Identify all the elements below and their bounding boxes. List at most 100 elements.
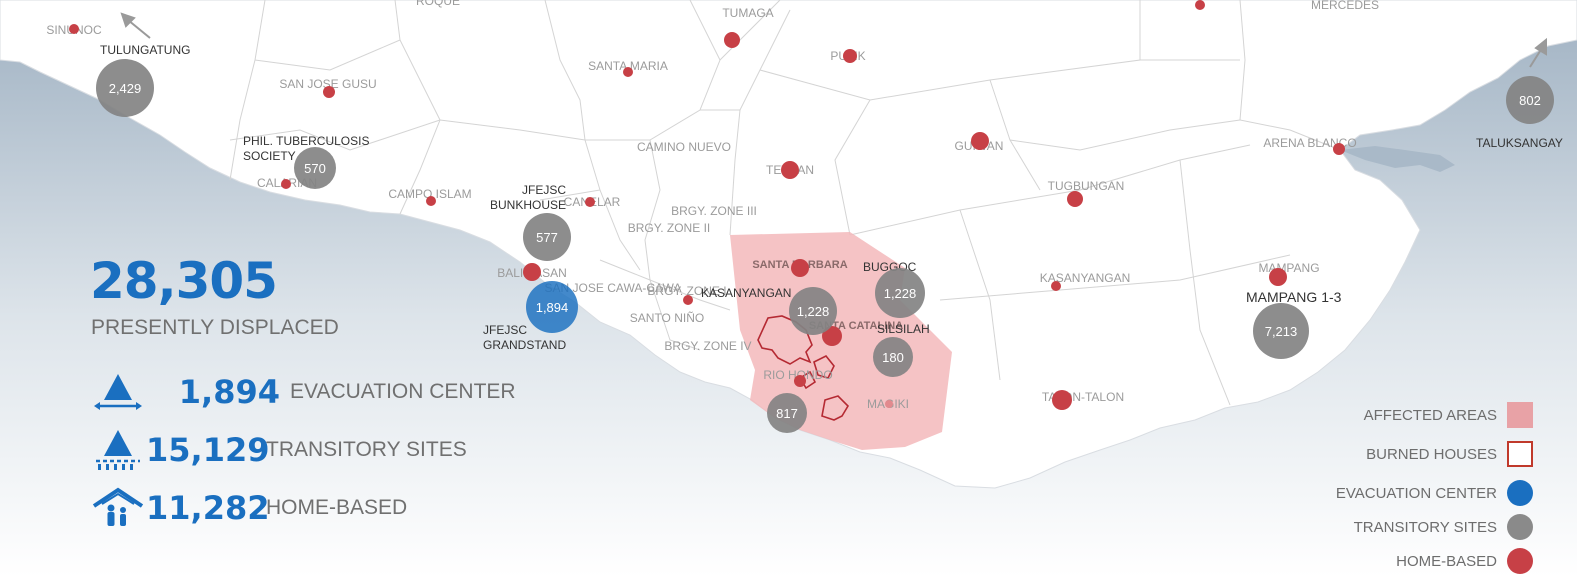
svg-text:570: 570 (304, 161, 326, 176)
transitory-site-bubble: 1,228 (875, 268, 925, 318)
home-based-marker (791, 259, 809, 277)
barangay-label: SAN JOSE GUSU (279, 77, 376, 91)
svg-text:7,213: 7,213 (1265, 324, 1298, 339)
transitory-site-bubble: 2,429 (96, 59, 154, 117)
home-based-marker (1195, 0, 1205, 10)
stat-row-evacuation: 1,894 EVACUATION CENTER (90, 370, 516, 414)
legend-label: TRANSITORY SITES (1353, 518, 1497, 536)
home-based-marker (623, 67, 633, 77)
home-based-marker (885, 400, 893, 408)
transitory-site-bubble: 570 (294, 147, 336, 189)
barangay-label: ARENA BLANCO (1263, 136, 1356, 150)
transitory-site-bubble: 1,228 (789, 287, 837, 335)
home-based-marker (585, 197, 595, 207)
legend-label: BURNED HOUSES (1366, 445, 1497, 463)
barangay-label: KASANYANGAN (1040, 271, 1130, 285)
barangay-label: MAMPANG (1258, 261, 1319, 275)
home-based-marker (843, 49, 857, 63)
home-based-marker (1051, 281, 1061, 291)
site-label: KASANYANGAN (701, 286, 791, 300)
home-based-marker (822, 326, 842, 346)
legend-label: HOME-BASED (1396, 552, 1497, 570)
home-based-marker (724, 32, 740, 48)
legend-item-evacuation-center: EVACUATION CENTER (1213, 478, 1533, 508)
evacuation-center-bubble: 1,894 (526, 281, 578, 333)
legend-item-transitory-sites: TRANSITORY SITES (1213, 512, 1533, 542)
home-based-marker (69, 24, 79, 34)
site-label: TALUKSANGAY (1476, 136, 1563, 150)
svg-text:1,894: 1,894 (536, 300, 569, 315)
transitory-site-bubble: 577 (523, 213, 571, 261)
home-based-marker (523, 263, 541, 281)
barangay-label: SAN JOSE CAWA-CAWA (545, 281, 682, 295)
total-displaced-value: 28,305 (90, 252, 278, 310)
home-based-marker (1333, 143, 1345, 155)
home-based-markers (69, 0, 1345, 410)
direction-arrows (120, 12, 1547, 68)
site-label: SOCIETY (243, 149, 296, 163)
barangay-boundaries (229, 0, 1341, 406)
barangay-label: ROQUE (416, 0, 460, 8)
site-labels: TULUNGATUNG PHIL. TUBERCULOSIS SOCIETY J… (100, 43, 1563, 352)
transitory-site-bubble: 7,213 (1253, 303, 1309, 359)
home-based-value: 11,282 (146, 489, 270, 527)
transitory-site-swatch (1507, 514, 1533, 540)
barangay-label: SANTO NIÑO (630, 311, 704, 325)
total-displaced-label: PRESENTLY DISPLACED (91, 316, 339, 339)
site-label: GRANDSTAND (483, 338, 566, 352)
barangay-label: SANTA MARIA (588, 59, 668, 73)
barangay-label: BRGY. ZONE I (647, 284, 726, 298)
site-label: PHIL. TUBERCULOSIS (243, 134, 369, 148)
tent-icon (90, 370, 146, 414)
site-label: BUNKHOUSE (490, 198, 566, 212)
transitory-sites-value: 15,129 (146, 431, 270, 469)
home-based-marker (794, 375, 806, 387)
legend-item-affected-areas: AFFECTED AREAS (1213, 400, 1533, 430)
transitory-tent-icon (90, 428, 146, 472)
affected-area-swatch (1507, 402, 1533, 428)
evacuation-center-label: EVACUATION CENTER (290, 380, 516, 403)
svg-text:1,228: 1,228 (884, 286, 917, 301)
svg-text:577: 577 (536, 230, 558, 245)
svg-text:802: 802 (1519, 93, 1541, 108)
svg-text:1,228: 1,228 (797, 304, 830, 319)
barangay-label: MERCEDES (1311, 0, 1379, 12)
stat-row-home-based: 11,282 HOME-BASED (90, 486, 407, 530)
barangay-label: BRGY. ZONE IV (664, 339, 751, 353)
site-label: MAMPANG 1-3 (1246, 289, 1342, 305)
legend-item-home-based: HOME-BASED (1213, 546, 1533, 576)
legend-item-burned-houses: BURNED HOUSES (1213, 439, 1533, 469)
svg-text:2,429: 2,429 (109, 81, 142, 96)
barangay-label: TUGBUNGAN (1048, 179, 1125, 193)
barangay-label: CAMPO ISLAM (388, 187, 471, 201)
house-family-icon (90, 486, 146, 530)
site-label: JFEJSC (522, 183, 566, 197)
legend-label: EVACUATION CENTER (1335, 484, 1497, 502)
barangay-label: BRGY. ZONE III (671, 204, 757, 218)
home-based-marker (1269, 268, 1287, 286)
barangay-label: BRGY. ZONE II (628, 221, 710, 235)
home-based-marker (781, 161, 799, 179)
home-based-marker (1052, 390, 1072, 410)
site-label: SILSILAH (877, 322, 930, 336)
burned-house-swatch (1507, 441, 1533, 467)
home-based-marker (426, 196, 436, 206)
barangay-label: TUMAGA (722, 6, 773, 20)
home-based-marker (323, 86, 335, 98)
stat-row-transitory: 15,129 TRANSITORY SITES (90, 428, 467, 472)
legend-label: AFFECTED AREAS (1363, 406, 1497, 424)
home-based-label: HOME-BASED (266, 496, 408, 519)
home-based-marker (971, 132, 989, 150)
evacuation-center-swatch (1507, 480, 1533, 506)
barangay-label: RIO HONDO (763, 368, 832, 382)
site-label: TULUNGATUNG (100, 43, 190, 57)
home-based-marker (683, 295, 693, 305)
evacuation-center-value: 1,894 (178, 373, 280, 411)
home-based-swatch (1507, 548, 1533, 574)
transitory-site-bubble: 180 (873, 337, 913, 377)
home-based-marker (1067, 191, 1083, 207)
home-based-marker (281, 179, 291, 189)
svg-text:180: 180 (882, 350, 904, 365)
svg-text:817: 817 (776, 406, 798, 421)
